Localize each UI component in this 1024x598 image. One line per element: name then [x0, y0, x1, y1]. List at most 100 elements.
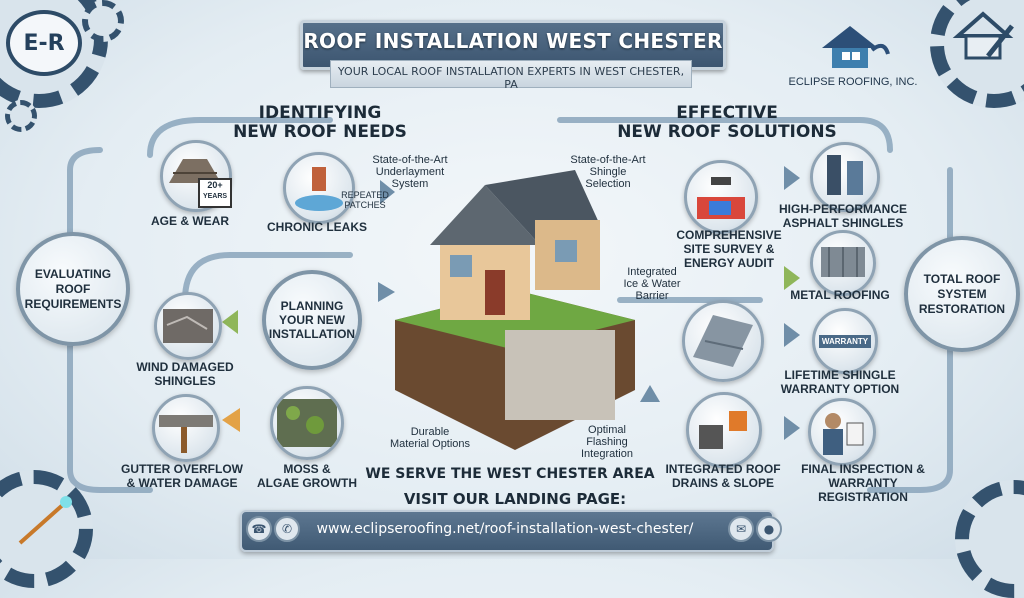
flashing-line1: Optimal — [588, 424, 626, 436]
page-title: ROOF INSTALLATION WEST CHESTER — [303, 29, 723, 53]
drains-line1: INTEGRATED ROOF — [665, 462, 781, 476]
warranty-label: LIFETIME SHINGLE WARRANTY OPTION — [760, 368, 920, 396]
flashing-line2: Flashing — [586, 436, 628, 448]
survey-line3: ENERGY AUDIT — [683, 256, 774, 270]
flashing-line3: Integration — [581, 448, 633, 460]
warranty-line1: LIFETIME SHINGLE — [784, 368, 896, 382]
underlayment-line2: Underlayment — [375, 166, 445, 178]
evaluating-line3: REQUIREMENTS — [24, 296, 122, 311]
chronic-leaks-label: CHRONIC LEAKS — [266, 220, 367, 234]
chat-icon[interactable]: ● — [756, 516, 782, 542]
survey-line1: COMPREHENSIVE — [676, 228, 782, 242]
brand-logo: E-R — [6, 10, 82, 76]
restoration-line3: RESTORATION — [918, 301, 1006, 316]
gutter-overflow-illustration — [152, 394, 220, 462]
wind-line1: WIND DAMAGED — [136, 360, 234, 374]
metal-roofing-label: METAL ROOFING — [790, 288, 890, 302]
subtitle-ribbon — [330, 60, 692, 88]
left-heading-line1: IDENTIFYING — [258, 103, 382, 123]
age-badge-line2: YEARS — [202, 193, 228, 200]
age-badge: 20+ YEARS — [198, 178, 232, 208]
site-survey-label: COMPREHENSIVE SITE SURVEY & ENERGY AUDIT — [664, 228, 794, 270]
gauge-icon — [10, 488, 80, 548]
ice-water-barrier-callout: Integrated Ice & Water Barrier — [612, 266, 692, 302]
evaluating-line1: EVALUATING — [34, 266, 112, 281]
small-gear-icon — [82, 0, 124, 42]
moss-line2: ALGAE GROWTH — [257, 476, 357, 490]
right-heading-line1: EFFECTIVE — [676, 103, 778, 123]
flashing-integration-callout: Optimal Flashing Integration — [562, 424, 652, 460]
service-area-text: WE SERVE THE WEST CHESTER AREA — [365, 466, 655, 482]
asphalt-shingles-illustration — [810, 142, 880, 212]
moss-algae-illustration — [270, 386, 344, 460]
brand-logo-text: E-R — [23, 30, 65, 56]
shingle-line2: Shingle — [589, 166, 627, 178]
asphalt-line1: HIGH-PERFORMANCE — [779, 202, 907, 216]
evaluating-roof-requirements-hub: EVALUATING ROOF REQUIREMENTS — [16, 232, 130, 346]
warranty-line2: WARRANTY OPTION — [780, 382, 900, 396]
drains-line2: DRAINS & SLOPE — [671, 476, 774, 490]
patch-line2: PATCHES — [344, 200, 386, 210]
planning-line2: YOUR NEW — [279, 313, 345, 327]
metal-roofing-illustration — [810, 230, 876, 296]
underlayment-line1: State-of-the-Art — [372, 154, 448, 166]
shingle-line3: Selection — [585, 178, 631, 190]
wind-damage-illustration — [154, 292, 222, 360]
moss-line1: MOSS & — [283, 462, 331, 476]
right-heading-line2: NEW ROOF SOLUTIONS — [617, 122, 837, 142]
chronic-leaks-illustration — [283, 152, 355, 224]
total-roof-restoration-hub: TOTAL ROOF SYSTEM RESTORATION — [904, 236, 1020, 352]
gutter-overflow-label: GUTTER OVERFLOW & WATER DAMAGE — [115, 462, 249, 490]
patch-line1: REPEATED — [341, 190, 389, 200]
underlayment-line3: System — [391, 178, 429, 190]
gutter-line2: & WATER DAMAGE — [126, 476, 238, 490]
underlayment-callout: State-of-the-Art Underlayment System — [360, 154, 460, 190]
ice-line3: Barrier — [635, 290, 669, 302]
company-name: ECLIPSE ROOFING, INC. — [788, 76, 918, 88]
asphalt-line2: ASPHALT SHINGLES — [782, 216, 904, 230]
asphalt-shingles-label: HIGH-PERFORMANCE ASPHALT SHINGLES — [768, 202, 918, 230]
evaluating-line2: ROOF — [55, 281, 91, 296]
roof-drains-label: INTEGRATED ROOF DRAINS & SLOPE — [660, 462, 786, 490]
survey-line2: SITE SURVEY & — [683, 242, 775, 256]
warranty-badge: WARRANTY — [818, 334, 872, 348]
small-gear-2-icon — [5, 100, 37, 132]
house-wrench-icon — [948, 6, 1018, 68]
warranty-illustration: WARRANTY — [812, 308, 878, 374]
ice-line1: Integrated — [627, 266, 677, 278]
footer-bar — [240, 510, 774, 552]
site-survey-illustration — [684, 160, 758, 234]
restoration-line1: TOTAL ROOF — [923, 271, 1001, 286]
footer-title: VISIT OUR LANDING PAGE: — [403, 490, 627, 508]
final-line1: FINAL INSPECTION & — [801, 462, 925, 476]
planning-line3: INSTALLATION — [268, 327, 356, 341]
restoration-line2: SYSTEM — [937, 286, 987, 301]
metal-panels-illustration — [682, 300, 764, 382]
wind-line2: SHINGLES — [154, 374, 216, 388]
age-wear-label: AGE & WEAR — [151, 214, 229, 228]
final-inspection-illustration — [808, 398, 876, 466]
house-illustration — [385, 160, 645, 460]
final-line2: WARRANTY REGISTRATION — [818, 476, 908, 504]
moss-algae-label: MOSS & ALGAE GROWTH — [250, 462, 364, 490]
shingle-line1: State-of-the-Art — [570, 154, 646, 166]
final-inspection-label: FINAL INSPECTION & WARRANTY REGISTRATION — [786, 462, 940, 504]
age-badge-line1: 20+ — [207, 180, 223, 190]
landing-page-link[interactable]: www.eclipseroofing.net/roof-installation… — [316, 521, 694, 537]
phone-icon[interactable]: ☎ — [246, 516, 272, 542]
planning-line1: PLANNING — [280, 299, 344, 313]
left-heading: IDENTIFYING NEW ROOF NEEDS — [225, 104, 415, 142]
left-heading-line2: NEW ROOF NEEDS — [233, 122, 407, 142]
company-logo-icon — [812, 20, 892, 72]
page-subtitle: YOUR LOCAL ROOF INSTALLATION EXPERTS IN … — [337, 65, 685, 91]
email-icon[interactable]: ✉ — [728, 516, 754, 542]
roof-drains-illustration — [686, 392, 762, 468]
wind-damage-label: WIND DAMAGED SHINGLES — [120, 360, 250, 388]
phone-call-icon[interactable]: ✆ — [274, 516, 300, 542]
gutter-line1: GUTTER OVERFLOW — [121, 462, 243, 476]
durable-materials-callout: Durable Material Options — [380, 426, 480, 450]
planning-installation-hub: PLANNING YOUR NEW INSTALLATION — [262, 270, 362, 370]
age-wear-illustration — [160, 140, 232, 212]
shingle-selection-callout: State-of-the-Art Shingle Selection — [558, 154, 658, 190]
repeated-patches-note: REPEATED PATCHES — [330, 190, 400, 210]
